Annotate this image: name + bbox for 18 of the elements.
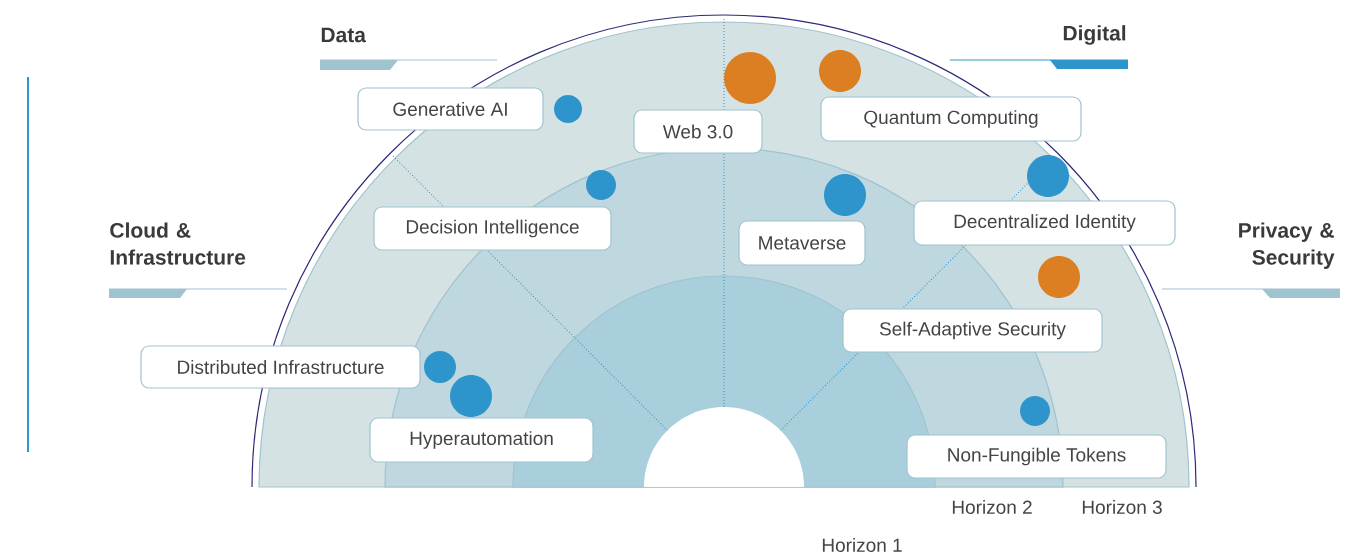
technology-box: Generative AI [357,87,544,131]
technology-box: Decision Intelligence [373,206,612,251]
technology-box: Hyperautomation [369,417,594,463]
technology-box: Web 3.0 [633,109,763,154]
section-heading: Cloud & Infrastructure [110,222,246,265]
technology-box: Metaverse [738,220,866,266]
horizon-label: Horizon 3 [1082,500,1162,514]
technology-box: Non-Fungible Tokens [906,434,1167,479]
technology-box: Distributed Infrastructure [140,345,421,389]
section-heading: Privacy & Security [1239,222,1335,269]
center-hub [644,407,804,487]
horizon-label: Horizon 1 [822,538,902,552]
section-heading: Digital [1063,25,1126,45]
technology-box: Self-Adaptive Security [842,308,1103,353]
section-heading: Data [321,27,367,43]
technology-box: Decentralized Identity [913,200,1176,246]
technology-box: Quantum Computing [820,96,1082,142]
horizon-label: Horizon 2 [952,500,1032,514]
